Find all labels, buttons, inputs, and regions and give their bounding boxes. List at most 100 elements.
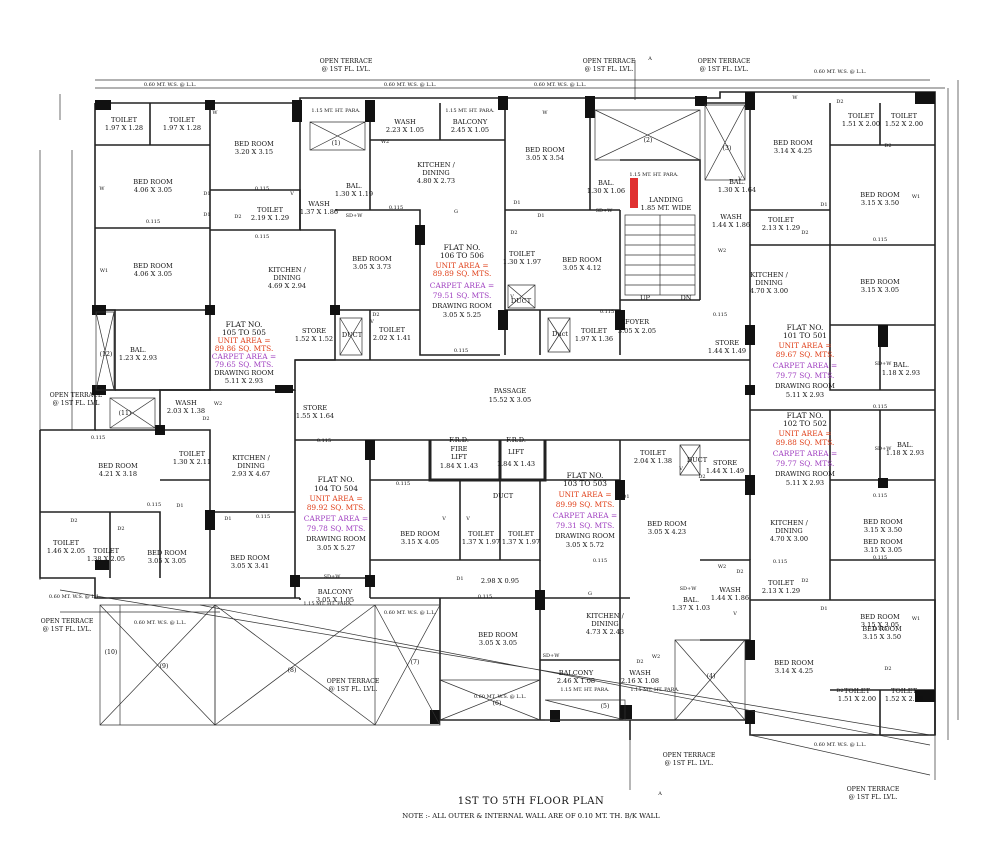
room-name: BALCONY [453, 118, 488, 126]
svg-text:W: W [212, 110, 218, 116]
open-terrace-bl: OPEN TERRACE [41, 618, 94, 625]
marker-11: (11) [119, 410, 132, 417]
svg-text:0.115: 0.115 [873, 404, 887, 410]
room-name: TOILET [891, 687, 918, 695]
open-terrace-br-lvl: @ 1ST FL. LVL. [665, 760, 714, 767]
svg-text:0.115: 0.115 [873, 626, 887, 632]
svg-text:D2: D2 [801, 578, 808, 584]
svg-text:CARPET AREA =: CARPET AREA = [304, 514, 368, 523]
room-name: TOILET [257, 206, 284, 214]
flat-106: FLAT NO. 106 TO 506 UNIT AREA = 89.89 SQ… [430, 243, 494, 319]
landing-note: 1.85 MT. WIDE [641, 204, 692, 212]
duct-3: Duct [552, 330, 568, 338]
room-name: TOILET [169, 116, 196, 124]
room-size: 1.51 X 2.00 [842, 120, 880, 128]
room-name: TOILET [53, 539, 80, 547]
svg-text:D1: D1 [456, 576, 463, 582]
svg-text:W: W [99, 186, 105, 192]
svg-text:79.65 SQ. MTS.: 79.65 SQ. MTS. [215, 360, 274, 369]
room-size: 1.44 X 1.86 [711, 594, 749, 602]
room-name: BED ROOM [98, 462, 138, 470]
room-size: 2.45 X 1.05 [451, 126, 489, 134]
room-name: TOILET [508, 530, 535, 538]
svg-text:105 TO 505: 105 TO 505 [222, 328, 266, 337]
foyer-label: FOYER [625, 318, 650, 326]
svg-text:W2: W2 [718, 564, 726, 570]
room-name: BALCONY [559, 669, 594, 677]
room-size: 1.52 X 2.00 [885, 120, 923, 128]
flat-104: FLAT NO. 104 TO 504 UNIT AREA = 89.92 SQ… [304, 475, 368, 552]
svg-text:V: V [369, 319, 374, 325]
room-size: 3.05 X 3.73 [353, 263, 391, 271]
room-size: 2.19 X 1.29 [251, 214, 289, 222]
flat-101: FLAT NO. 101 TO 501 UNIT AREA = 89.67 SQ… [773, 323, 837, 399]
svg-text:UNIT AREA =: UNIT AREA = [217, 336, 270, 345]
flat-105: FLAT NO. 105 TO 505 UNIT AREA = 89.86 SQ… [212, 320, 276, 385]
ws-bottom-4: 0.60 MT. W.S. @ L.L. [474, 693, 527, 700]
room-name: BED ROOM [352, 255, 392, 263]
svg-text:0.115: 0.115 [317, 438, 331, 444]
room-size: 3.15 X 3.50 [864, 526, 902, 534]
svg-text:0.115: 0.115 [389, 205, 403, 211]
svg-text:D1: D1 [820, 606, 827, 612]
duct-2: DUCT [342, 331, 363, 339]
svg-text:D2: D2 [234, 214, 241, 220]
room-size: 2.16 X 1.08 [621, 677, 659, 685]
room-name: STORE [715, 339, 739, 347]
duct-1: DUCT [511, 297, 532, 305]
svg-text:3.05 X 5.27: 3.05 X 5.27 [317, 544, 355, 552]
room-r13: BAL.1.30 X 1.06 [587, 179, 625, 195]
marker-10: (10) [105, 649, 118, 656]
room-name: TOILET [844, 687, 871, 695]
svg-text:D2: D2 [372, 312, 379, 318]
room-name: KITCHEN / [232, 454, 270, 462]
room-size: 3.15 X 3.50 [861, 199, 899, 207]
svg-text:W1: W1 [100, 268, 108, 274]
room-size: 3.05 X 4.12 [563, 264, 601, 272]
duct-center: DUCT [493, 492, 514, 500]
room-name: WASH [629, 669, 651, 677]
svg-text:3.05 X 5.72: 3.05 X 5.72 [566, 541, 604, 549]
svg-text:DRAWING ROOM: DRAWING ROOM [775, 470, 835, 478]
room-name: WASH [175, 399, 197, 407]
svg-text:101 TO 501: 101 TO 501 [783, 331, 827, 340]
room-r21: BAL.1.23 X 2.93 [119, 346, 157, 362]
marker-4: (4) [707, 673, 716, 680]
room-name: BED ROOM [647, 520, 687, 528]
room-r8: BAL.1.30 X 1.19 [335, 182, 373, 198]
room-size: 1.44 X 1.49 [708, 347, 746, 355]
room-name: TOILET [509, 250, 536, 258]
room-name: STORE [302, 327, 326, 335]
svg-text:UNIT AREA =: UNIT AREA = [778, 429, 831, 438]
room-name: BED ROOM [862, 625, 902, 633]
room-size: 2.93 X 4.67 [232, 470, 270, 478]
room-name: BED ROOM [863, 518, 903, 526]
open-terrace-br: OPEN TERRACE [663, 752, 716, 759]
room-name: BALCONY [318, 588, 353, 596]
core-labels: PASSAGE 15.52 X 3.05 F.R.D. FIRE LIFT 1.… [342, 196, 708, 585]
marker-6: (6) [493, 700, 502, 707]
room-size: 1.30 X 1.64 [718, 186, 756, 194]
room-size: 1.55 X 1.64 [296, 412, 334, 420]
room-size: 4.21 X 3.18 [99, 470, 137, 478]
open-terrace-left: OPEN TERRACE [50, 392, 103, 399]
